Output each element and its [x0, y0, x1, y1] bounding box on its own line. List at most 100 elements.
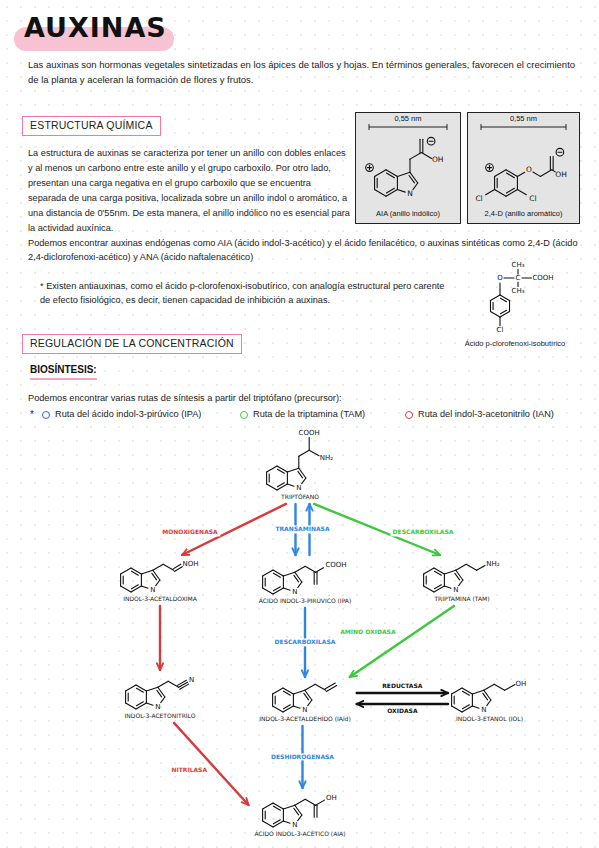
bond-line	[452, 706, 462, 712]
bond-line	[293, 706, 300, 708]
bond-line	[302, 478, 306, 484]
node-label: INDOL-3-ACETALDOXIMA	[123, 596, 197, 603]
compound-node: INDOL-3-ACETALDEHÍDO (IAld)	[256, 680, 353, 723]
bond-line	[299, 450, 309, 456]
bond-line	[316, 572, 317, 584]
bond-line	[277, 469, 284, 473]
bond-line	[287, 472, 288, 484]
bond-line	[277, 484, 287, 490]
bond-line	[506, 190, 517, 197]
bond-line	[455, 573, 460, 579]
bond-line	[462, 706, 472, 712]
bond-line	[472, 694, 473, 706]
bond-line	[472, 690, 483, 694]
bond-line	[136, 685, 146, 691]
bond-line	[550, 157, 551, 170]
bond-line	[517, 282, 518, 287]
atom-label: NOH	[182, 561, 198, 568]
bond-line	[499, 317, 500, 326]
bond-line	[316, 568, 324, 573]
bond-line	[283, 688, 293, 694]
atom-label: N	[189, 677, 194, 684]
caption: Ácido p-clorofenoxi-isobutírico	[465, 340, 565, 348]
bond-line	[452, 688, 462, 694]
enzyme-label: TRANSAMINASA	[273, 526, 331, 533]
bond-line	[451, 694, 452, 706]
dimension-line	[481, 124, 566, 130]
enzyme-label: REDUCTASA	[380, 682, 424, 689]
bond-line	[298, 815, 302, 821]
enzyme-label: DESCARBOXILASA	[273, 639, 338, 646]
bond-line	[141, 574, 142, 586]
dimension-label: 0,55 nm	[356, 115, 460, 123]
bond-line	[375, 170, 386, 177]
bond-line	[273, 706, 283, 712]
paragraph: * Existen antiauxinas, como el ácido p-c…	[40, 279, 445, 307]
bond-line	[283, 572, 294, 576]
bond-line	[163, 564, 173, 570]
bond-line	[505, 685, 515, 691]
bond-line	[298, 456, 299, 468]
atom-label: NH₂	[486, 561, 499, 568]
bond-line	[294, 575, 299, 581]
bond-line	[486, 190, 495, 195]
legend-text: Ruta de la triptamina (TAM)	[253, 409, 365, 420]
atom-label: N	[292, 589, 297, 596]
reaction-arrow	[159, 606, 161, 670]
atom-label: O	[526, 166, 532, 174]
bond-line	[500, 310, 506, 314]
bond-line	[494, 684, 504, 690]
node-label: INDOL-3-ETANOL (IOL)	[456, 716, 523, 723]
bond-line	[178, 680, 187, 685]
bond-line	[533, 172, 540, 176]
bond-line	[462, 688, 472, 694]
bond-line	[308, 700, 312, 706]
bond-line	[287, 484, 294, 486]
bond-line	[173, 564, 181, 569]
bond-line	[158, 681, 168, 687]
atom-label: OH	[432, 156, 444, 164]
bond-line	[504, 277, 514, 278]
bond-line	[490, 295, 500, 301]
bond-line	[283, 691, 290, 695]
bond-line	[293, 694, 294, 706]
paragraph: Podemos encontrar varias rutas de síntes…	[28, 391, 588, 405]
atom-label: O	[497, 275, 503, 282]
bond-line	[477, 565, 485, 570]
bond-line	[409, 175, 414, 182]
bond-line	[131, 568, 141, 574]
bond-line	[506, 173, 514, 178]
dimension-label: 0,55 nm	[468, 115, 579, 123]
reaction-arrow	[357, 703, 448, 705]
bond-line	[295, 572, 302, 582]
bond-line	[262, 576, 263, 588]
bond-line	[136, 702, 143, 706]
bond-line	[123, 576, 124, 584]
bond-line	[314, 805, 315, 817]
bond-line	[273, 588, 283, 594]
bond-line	[386, 188, 394, 193]
bond-line	[397, 176, 398, 189]
charge-symbol	[486, 164, 494, 172]
node-label: 2,4-D (anillo aromático)	[468, 210, 579, 218]
bond-line	[273, 821, 283, 827]
dimension-line	[369, 124, 447, 130]
bond-line	[131, 586, 141, 592]
legend-swatch	[240, 411, 248, 419]
bond-line	[509, 301, 510, 312]
bond-line	[293, 690, 304, 694]
atom-label: C	[516, 275, 521, 282]
bond-line	[156, 580, 160, 586]
bond-line	[493, 303, 494, 310]
page-title: AUXINAS	[24, 14, 167, 41]
bond-line	[263, 570, 273, 576]
bond-line	[423, 574, 424, 586]
bond-line	[263, 821, 273, 827]
bond-line	[141, 586, 148, 588]
atom-label: OH	[326, 795, 337, 802]
bond-line	[283, 705, 290, 709]
bond-line	[273, 806, 280, 810]
enzyme-label: AMINO OXIDASA	[338, 629, 397, 636]
subheading: BIOSÍNTESIS:	[30, 363, 97, 380]
